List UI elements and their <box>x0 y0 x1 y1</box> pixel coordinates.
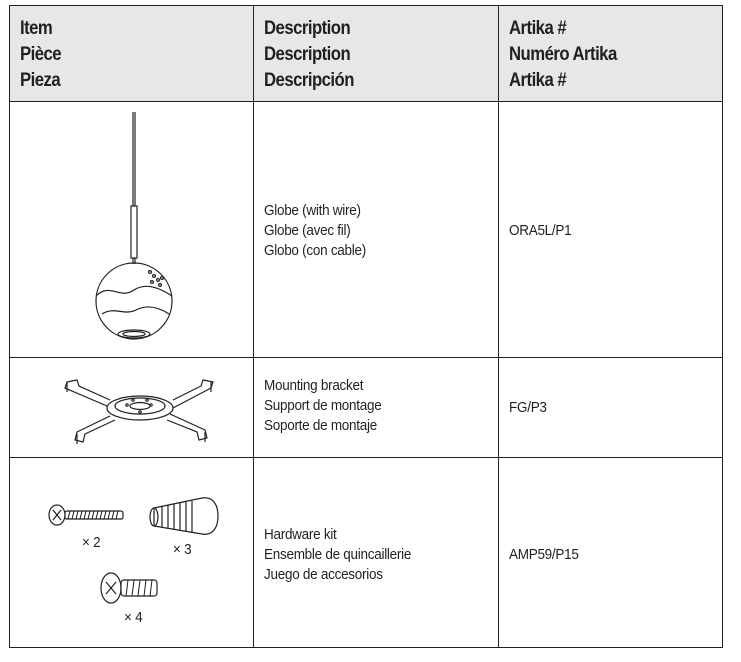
globe-description-fr: Globe (avec fil) <box>264 222 351 239</box>
long-screw-icon <box>46 502 128 532</box>
short-screw-icon <box>98 568 162 612</box>
short-screw-quantity: × 4 <box>124 609 143 626</box>
bracket-description-es: Soporte de montaje <box>264 417 377 434</box>
header-description-es: Descripción <box>264 70 354 91</box>
header-artika: Artika # Numéro Artika Artika # <box>509 16 617 94</box>
hardware-description-en: Hardware kit <box>264 526 337 543</box>
bracket-description-en: Mounting bracket <box>264 377 364 394</box>
wire-connector-quantity: × 3 <box>173 541 192 558</box>
table-header-row <box>10 6 722 102</box>
row-divider <box>10 457 722 458</box>
header-item: Item Pièce Pieza <box>20 16 62 94</box>
bracket-artika-number: FG/P3 <box>509 399 547 416</box>
globe-pendant-illustration <box>80 110 200 354</box>
bracket-description: Mounting bracket Support de montage Sopo… <box>264 376 382 436</box>
row-divider <box>10 357 722 358</box>
column-divider <box>253 6 254 647</box>
hardware-description: Hardware kit Ensemble de quincaillerie J… <box>264 525 411 585</box>
globe-description-en: Globe (with wire) <box>264 202 361 219</box>
header-item-en: Item <box>20 18 53 39</box>
header-item-fr: Pièce <box>20 44 62 65</box>
mounting-bracket-illustration <box>55 370 225 454</box>
column-divider <box>498 6 499 647</box>
hardware-description-es: Juego de accesorios <box>264 566 383 583</box>
header-artika-en: Artika # <box>509 18 567 39</box>
header-description-fr: Description <box>264 44 351 65</box>
header-description-en: Description <box>264 18 351 39</box>
header-description: Description Description Descripción <box>264 16 354 94</box>
header-artika-es: Artika # <box>509 70 567 91</box>
hardware-description-fr: Ensemble de quincaillerie <box>264 546 412 563</box>
row-divider <box>10 101 722 102</box>
parts-table: Item Pièce Pieza Description Description… <box>9 5 723 648</box>
globe-description-es: Globo (con cable) <box>264 242 366 259</box>
header-artika-fr: Numéro Artika <box>509 44 617 65</box>
bracket-description-fr: Support de montage <box>264 397 382 414</box>
globe-description: Globe (with wire) Globe (avec fil) Globo… <box>264 201 366 261</box>
header-item-es: Pieza <box>20 70 61 91</box>
wire-connector-icon <box>144 494 224 546</box>
long-screw-quantity: × 2 <box>82 534 101 551</box>
hardware-artika-number: AMP59/P15 <box>509 546 579 563</box>
globe-artika-number: ORA5L/P1 <box>509 222 572 239</box>
